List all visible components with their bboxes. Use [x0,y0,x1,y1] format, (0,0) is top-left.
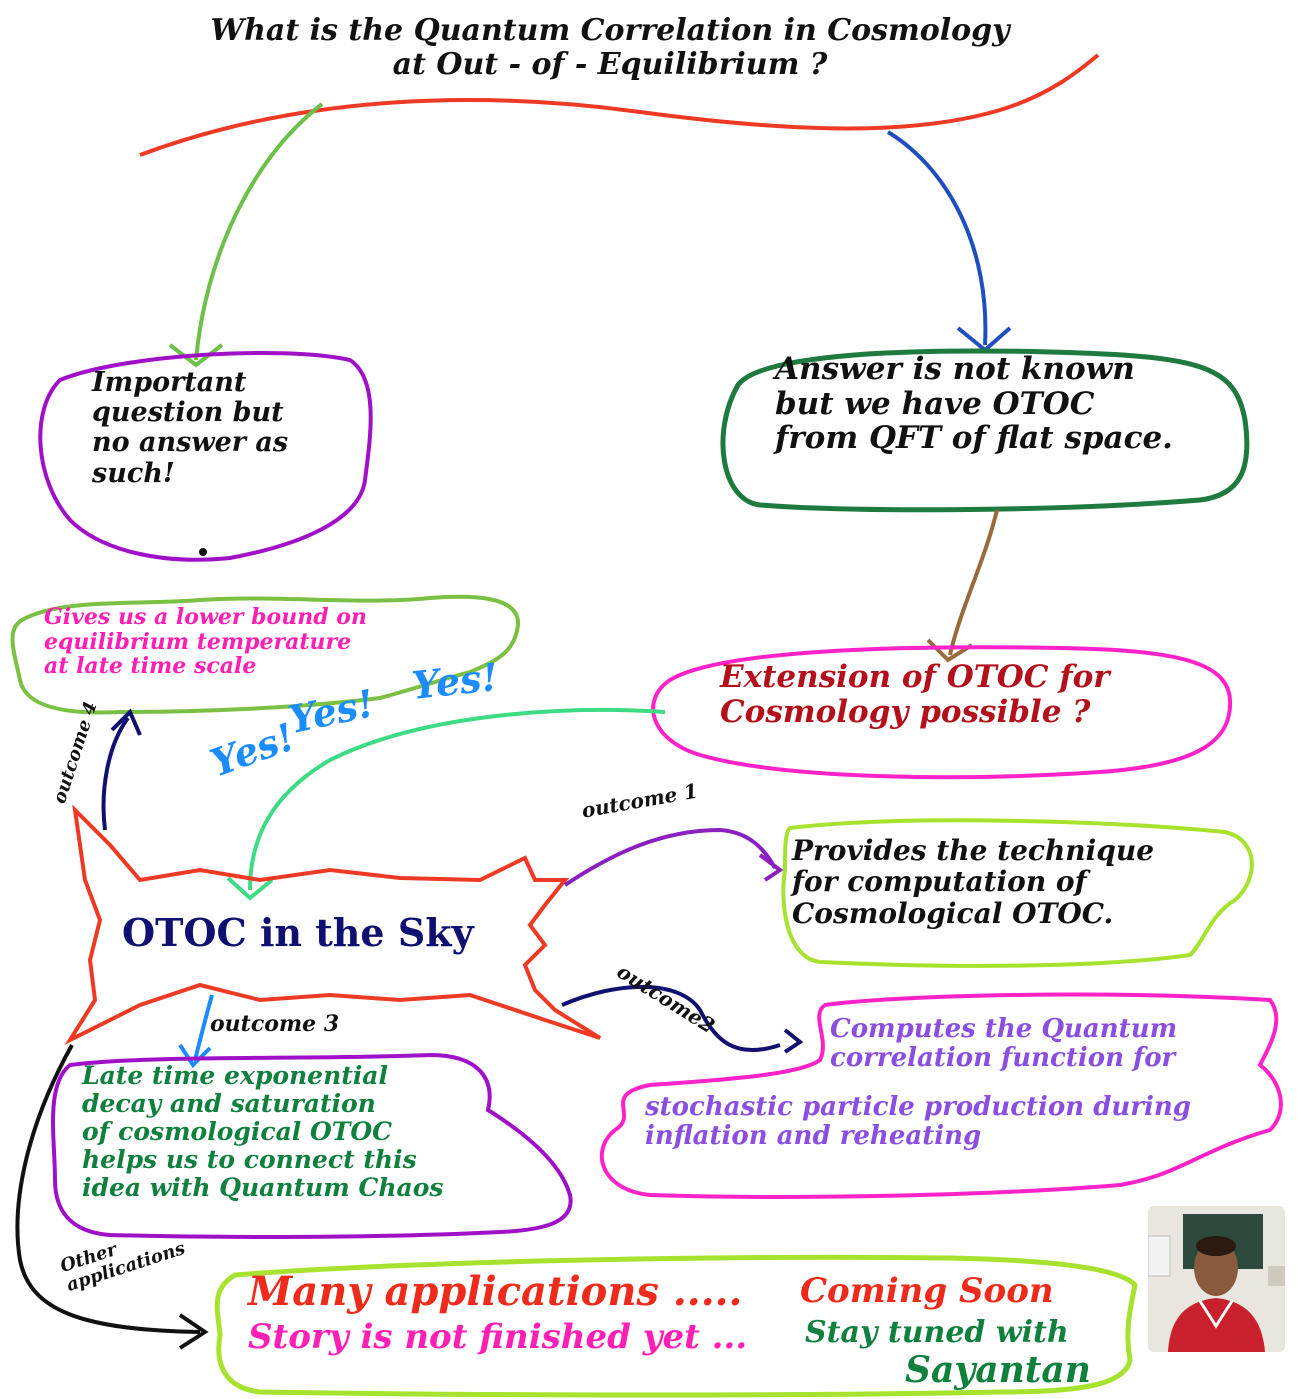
late-time-box [51,1052,573,1239]
otoc-starburst [64,804,602,1045]
yes-label-3: Yes! [409,654,501,708]
late-time-line: decay and saturation [82,1089,376,1118]
important-question-text: Important question but no answer as such… [92,367,289,489]
arrow-extension-to-otoc [248,708,666,891]
important-question-line: question but [92,397,284,429]
computes-text-bottom: stochastic particle production during in… [645,1092,1191,1152]
computes-text-top: Computes the Quantum correlation functio… [830,1014,1178,1074]
arrow-outcome-4 [101,716,130,831]
late-time-line: helps us to connect this [82,1145,417,1174]
arrow-other-applications [15,1044,201,1334]
lower-bound-box [10,594,521,715]
provides-technique-box [781,818,1254,968]
important-question-line: such! [92,457,175,489]
lower-bound-line: Gives us a lower bound on [44,604,367,630]
arrowhead-outcome-2 [783,1028,804,1054]
diagram-title: What is the Quantum Correlation in Cosmo… [130,14,1090,81]
arrow-outcome-3 [193,994,214,1061]
computes-line: Computes the Quantum [830,1014,1178,1044]
lower-bound-text: Gives us a lower bound on equilibrium te… [44,605,367,679]
title-underline [139,53,1100,157]
dot-mark [199,548,207,556]
arrow-outcome-1 [563,827,777,887]
footer-box [214,1254,1138,1398]
provides-line: Cosmological OTOC. [792,896,1114,930]
author-photo [1148,1206,1285,1352]
extension-line: Extension of OTOC for [720,659,1110,695]
outcome-3-label: outcome 3 [210,1011,340,1037]
computes-correlation-box [599,992,1283,1199]
computes-line: inflation and reheating [645,1121,982,1152]
extension-box [651,645,1233,780]
late-time-line: of cosmological OTOC [82,1117,393,1146]
arrowhead-other-applications [178,1313,209,1350]
arrow-to-important-question [194,102,324,361]
late-time-line: Late time exponential [82,1061,389,1090]
footer-many-applications: Many applications ..... [248,1268,743,1315]
author-photo-drawing [1148,1206,1285,1352]
provides-line: for computation of [792,865,1087,899]
late-time-line: idea with Quantum Chaos [82,1173,444,1202]
answer-line: but we have OTOC [775,385,1095,422]
arrowhead-outcome-3 [178,1043,212,1069]
answer-not-known-box [720,348,1250,513]
otoc-in-the-sky-label: OTOC in the Sky [122,910,474,955]
footer-author-name: Sayantan [905,1349,1091,1391]
footer-story: Story is not finished yet ... [248,1317,748,1357]
arrowhead-outcome-1 [758,853,784,882]
late-time-text: Late time exponential decay and saturati… [82,1062,443,1202]
computes-line: stochastic particle production during [645,1092,1191,1122]
lower-bound-line: equilibrium temperature [44,628,352,655]
arrow-to-extension [948,509,999,656]
important-question-line: Important [92,367,247,398]
arrowhead-to-important-question [168,343,224,368]
arrowhead-extension-to-otoc [226,876,274,901]
answer-not-known-text: Answer is not known but we have OTOC fro… [775,352,1173,456]
provides-technique-text: Provides the technique for computation o… [792,835,1154,929]
arrow-outcome-2 [561,984,781,1052]
computes-line: correlation function for [830,1043,1176,1074]
answer-line: from QFT of flat space. [775,420,1173,457]
title-line-2: at Out - of - Equilibrium ? [392,46,828,82]
lower-bound-line: at late time scale [44,653,257,680]
arrow-to-answer-not-known [886,130,988,346]
arrowhead-outcome-4 [110,708,142,736]
provides-line: Provides the technique [792,834,1155,867]
footer-stay-tuned: Stay tuned with [805,1315,1069,1350]
answer-line: Answer is not known [775,351,1135,387]
title-line-1: What is the Quantum Correlation in Cosmo… [210,13,1010,48]
important-question-box [38,350,373,562]
extension-text: Extension of OTOC for Cosmology possible… [720,660,1110,729]
important-question-line: no answer as [92,427,289,459]
extension-line: Cosmology possible ? [720,693,1091,730]
footer-coming-soon: Coming Soon [800,1271,1054,1311]
